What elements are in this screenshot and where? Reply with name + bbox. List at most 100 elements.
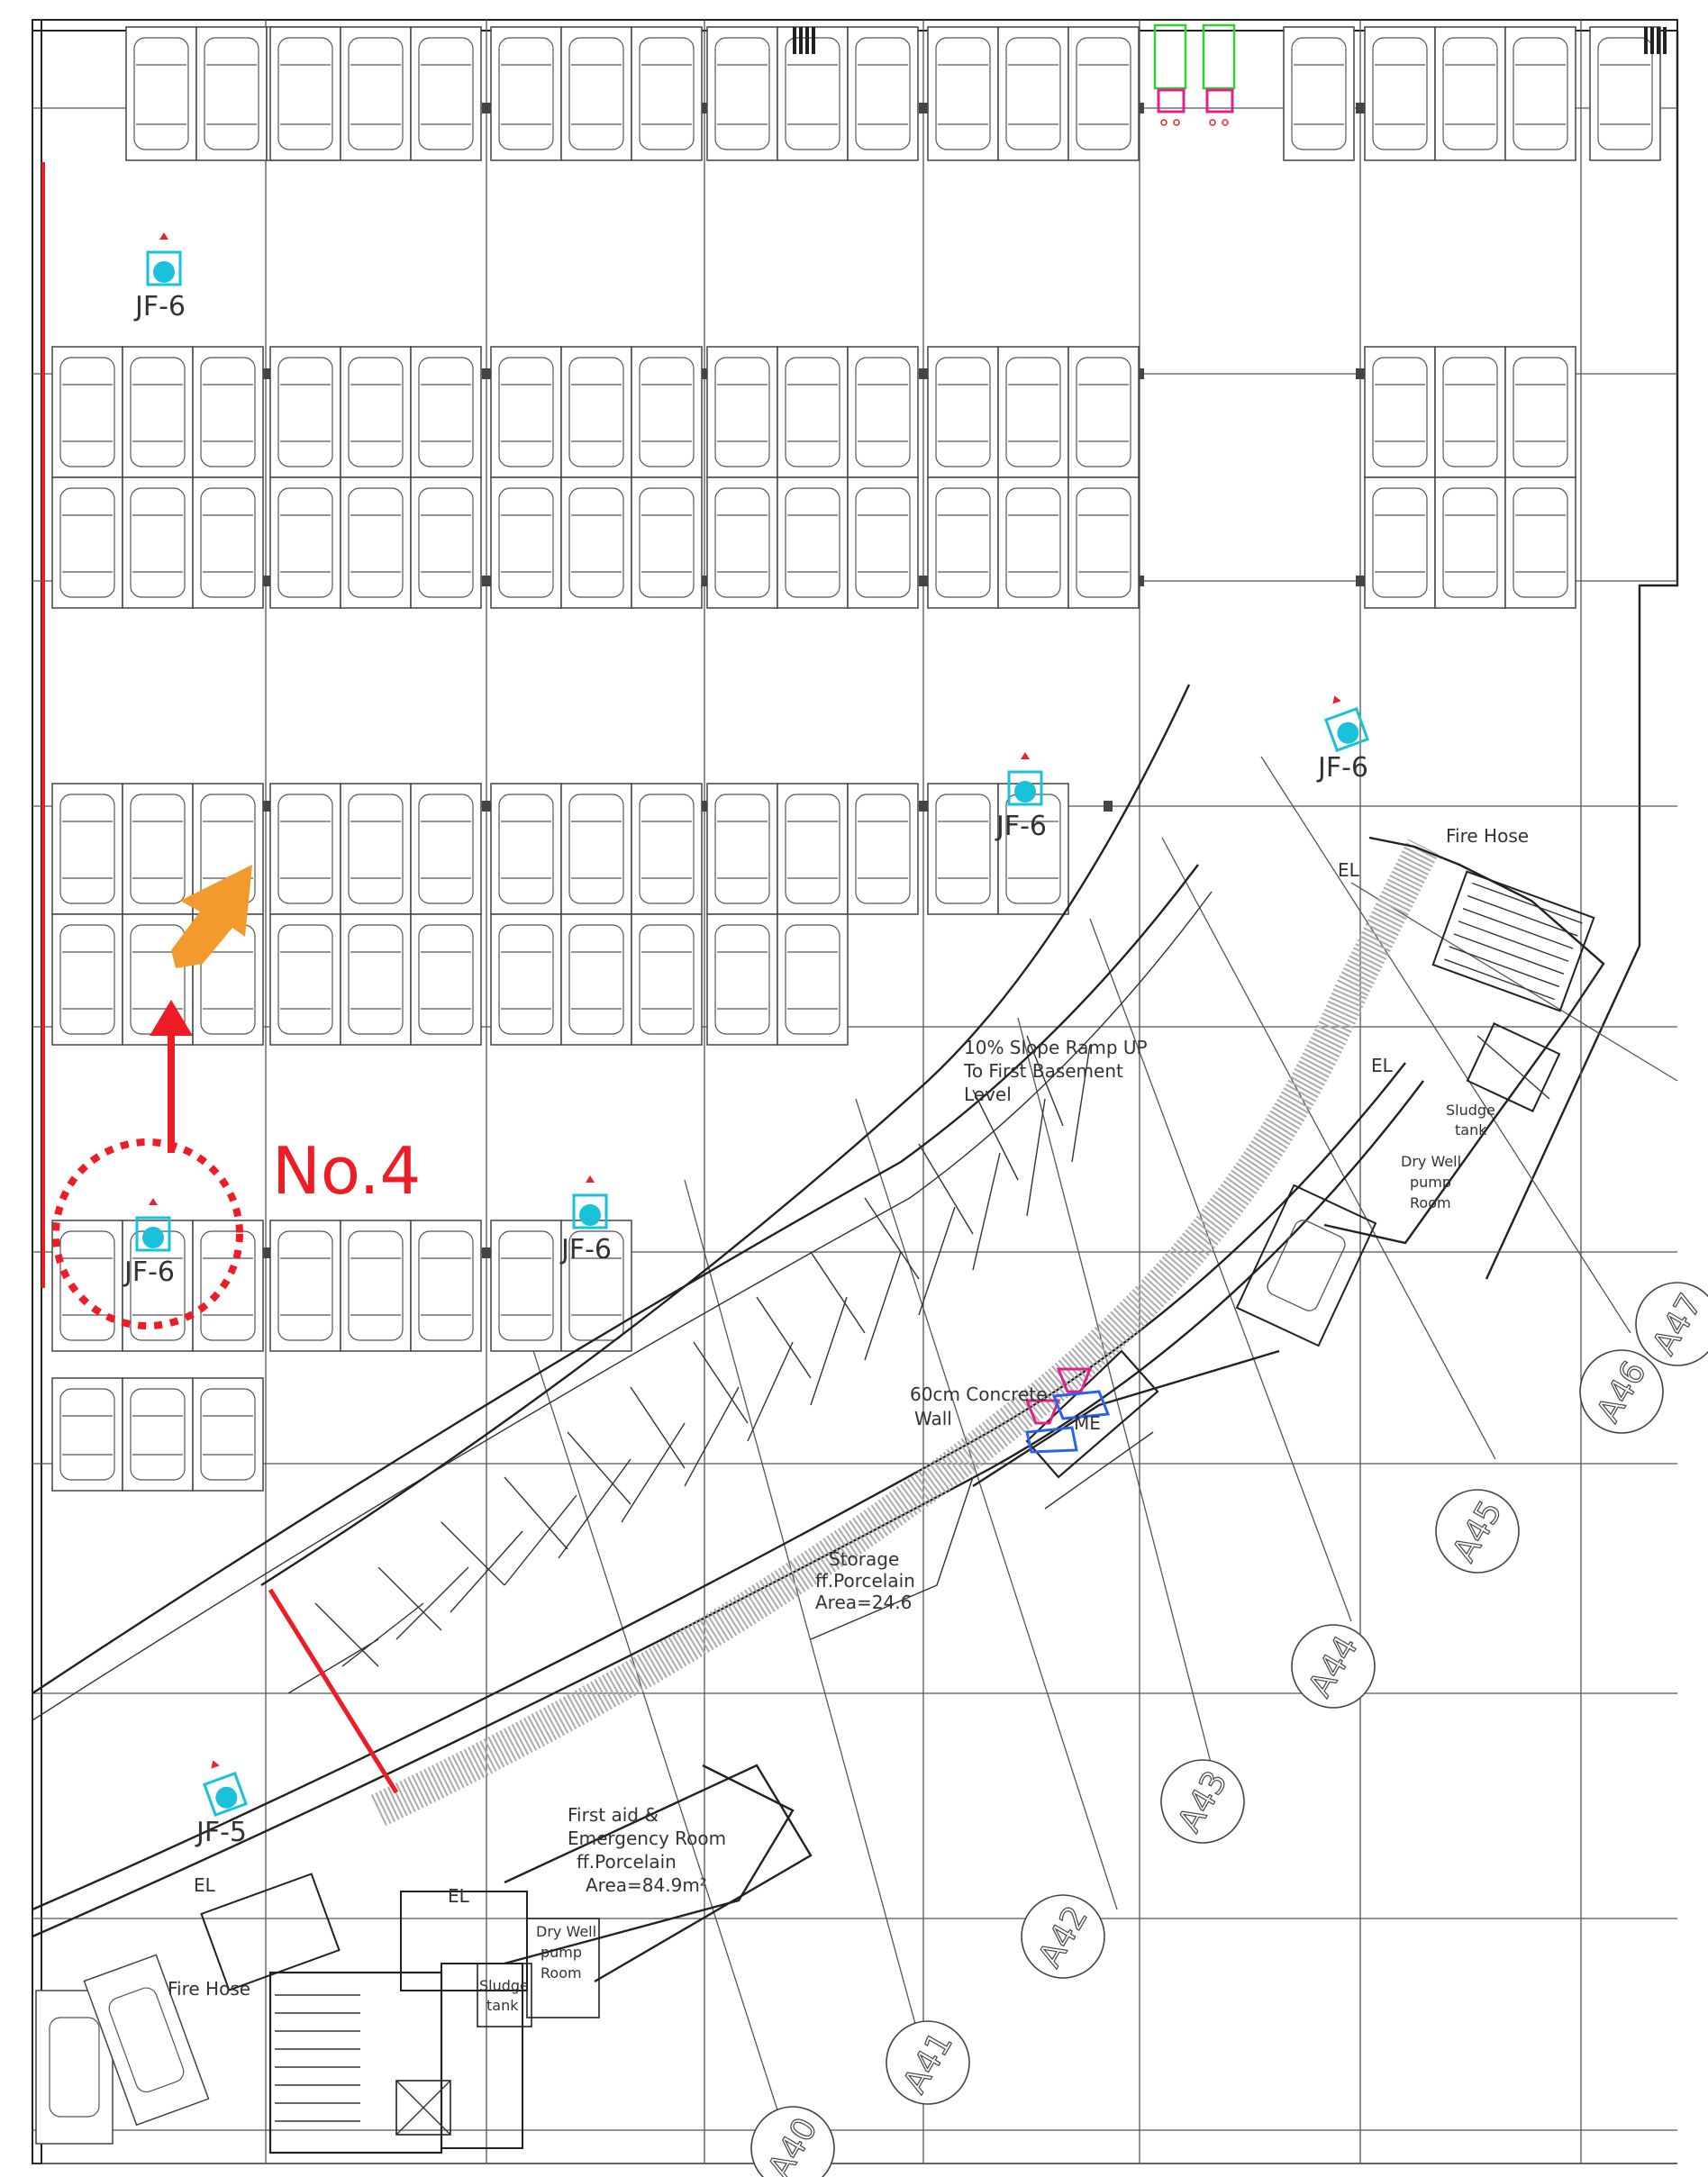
el-label: EL bbox=[448, 1885, 470, 1907]
sludge-tank-label: Sludge bbox=[1446, 1102, 1495, 1119]
dry-well-label: Room bbox=[541, 1964, 582, 1982]
parking-stall bbox=[927, 476, 999, 609]
parking-stall bbox=[122, 476, 194, 609]
parking-stall bbox=[560, 346, 632, 478]
parking-stall bbox=[490, 1220, 562, 1352]
parking-stall bbox=[560, 26, 632, 161]
parking-stall bbox=[490, 26, 562, 161]
sludge-tank-label: tank bbox=[486, 1997, 519, 2014]
parking-stall bbox=[631, 783, 703, 915]
parking-stall bbox=[192, 1377, 264, 1492]
parking-stall bbox=[1504, 476, 1576, 609]
sludge-tank-label: Sludge bbox=[479, 1977, 529, 1994]
parking-stall bbox=[777, 783, 849, 915]
jet-fan bbox=[1324, 695, 1369, 752]
grid-marker: A41 bbox=[886, 2020, 970, 2105]
parking-stall bbox=[269, 346, 341, 478]
ramp-label-line2: To First Basement bbox=[963, 1060, 1123, 1082]
parking-stall bbox=[269, 26, 341, 161]
jet-fan bbox=[146, 232, 182, 286]
fan-label: JF-5 bbox=[195, 1817, 247, 1848]
parking-stall bbox=[490, 346, 562, 478]
parking-stall bbox=[410, 346, 482, 478]
sludge-tank-label: tank bbox=[1455, 1121, 1487, 1138]
parking-stall bbox=[51, 346, 123, 478]
plan-labels: Fire Hose EL EL 10% Slope Ramp UP To Fir… bbox=[168, 825, 1529, 2014]
parking-stall bbox=[1589, 26, 1661, 161]
dry-well-label: Dry Well bbox=[1401, 1153, 1461, 1170]
vent-grate bbox=[793, 27, 1667, 54]
parking-stall bbox=[51, 1377, 123, 1492]
parking-stall bbox=[1068, 476, 1140, 609]
parking-stall bbox=[1068, 26, 1140, 161]
parking-stall bbox=[777, 476, 849, 609]
parking-stall bbox=[927, 26, 999, 161]
dry-well-label: pump bbox=[541, 1944, 582, 1961]
fan-label: JF-6 bbox=[995, 811, 1047, 842]
fire-hose-label: Fire Hose bbox=[1446, 825, 1529, 847]
curved-ramp bbox=[32, 684, 1439, 1965]
grid-marker: A45 bbox=[1435, 1489, 1520, 1574]
parking-stall bbox=[560, 1220, 632, 1352]
jet-fan bbox=[203, 1760, 248, 1817]
parking-stall bbox=[122, 1377, 194, 1492]
parking-stall bbox=[997, 26, 1069, 161]
parking-stall bbox=[1068, 346, 1140, 478]
storage-label: ff.Porcelain bbox=[815, 1570, 915, 1592]
parking-stall bbox=[847, 346, 919, 478]
grid-marker: A44 bbox=[1291, 1624, 1376, 1709]
parking-stall bbox=[269, 476, 341, 609]
first-aid-label: ff.Porcelain bbox=[577, 1851, 677, 1873]
grid-marker: A40 bbox=[750, 2106, 835, 2177]
parking-stall bbox=[410, 913, 482, 1046]
concrete-wall-label: Wall bbox=[914, 1408, 952, 1429]
parking-stall bbox=[1434, 476, 1506, 609]
top-equipment bbox=[1153, 23, 1236, 126]
parking-stall bbox=[706, 783, 778, 915]
jet-fan bbox=[135, 1198, 171, 1252]
storage-label: Area=24.6 bbox=[815, 1592, 912, 1613]
parking-stall bbox=[706, 26, 778, 161]
parking-stall bbox=[997, 476, 1069, 609]
parking-stall bbox=[410, 476, 482, 609]
parking-stall bbox=[51, 476, 123, 609]
el-label: EL bbox=[194, 1874, 216, 1896]
grid-marker: A47 bbox=[1635, 1282, 1708, 1366]
storage-label: Storage bbox=[829, 1548, 899, 1570]
parking-stall bbox=[1504, 26, 1576, 161]
parking-stall bbox=[269, 1220, 341, 1352]
dry-well-label: Dry Well bbox=[536, 1923, 596, 1940]
parking-stall bbox=[631, 346, 703, 478]
parking-stall bbox=[340, 26, 412, 161]
annotation-no4: No.4 bbox=[52, 865, 421, 1329]
parking-stall bbox=[1364, 26, 1436, 161]
parking-stall bbox=[560, 783, 632, 915]
el-label: EL bbox=[1371, 1055, 1394, 1076]
parking-stall bbox=[490, 476, 562, 609]
column-markers bbox=[261, 103, 1365, 1258]
fan-label: JF-6 bbox=[123, 1256, 175, 1288]
core-top bbox=[1235, 836, 1605, 1347]
fan-label: JF-6 bbox=[559, 1234, 612, 1265]
parking-stall bbox=[410, 26, 482, 161]
core-bottom bbox=[200, 1764, 813, 2154]
red-boundary bbox=[41, 162, 399, 1794]
outer-boundary bbox=[32, 19, 1679, 2164]
parking-stall bbox=[1364, 346, 1436, 478]
parking-stall bbox=[340, 476, 412, 609]
parking-stall bbox=[1434, 346, 1506, 478]
dry-well-label: pump bbox=[1410, 1174, 1451, 1191]
parking-stall bbox=[490, 913, 562, 1046]
el-label: EL bbox=[1338, 859, 1360, 881]
orange-direction-arrow bbox=[171, 865, 252, 968]
parking-stall bbox=[51, 1220, 123, 1352]
parking-stall bbox=[122, 346, 194, 478]
parking-stall bbox=[410, 1220, 482, 1352]
jet-fans: JF-6JF-6JF-6JF-6JF-6JF-5 bbox=[123, 232, 1369, 1848]
parking-stall bbox=[706, 346, 778, 478]
parking-stall bbox=[997, 346, 1069, 478]
jet-fan bbox=[1007, 752, 1043, 806]
parking-stall bbox=[1283, 26, 1355, 161]
